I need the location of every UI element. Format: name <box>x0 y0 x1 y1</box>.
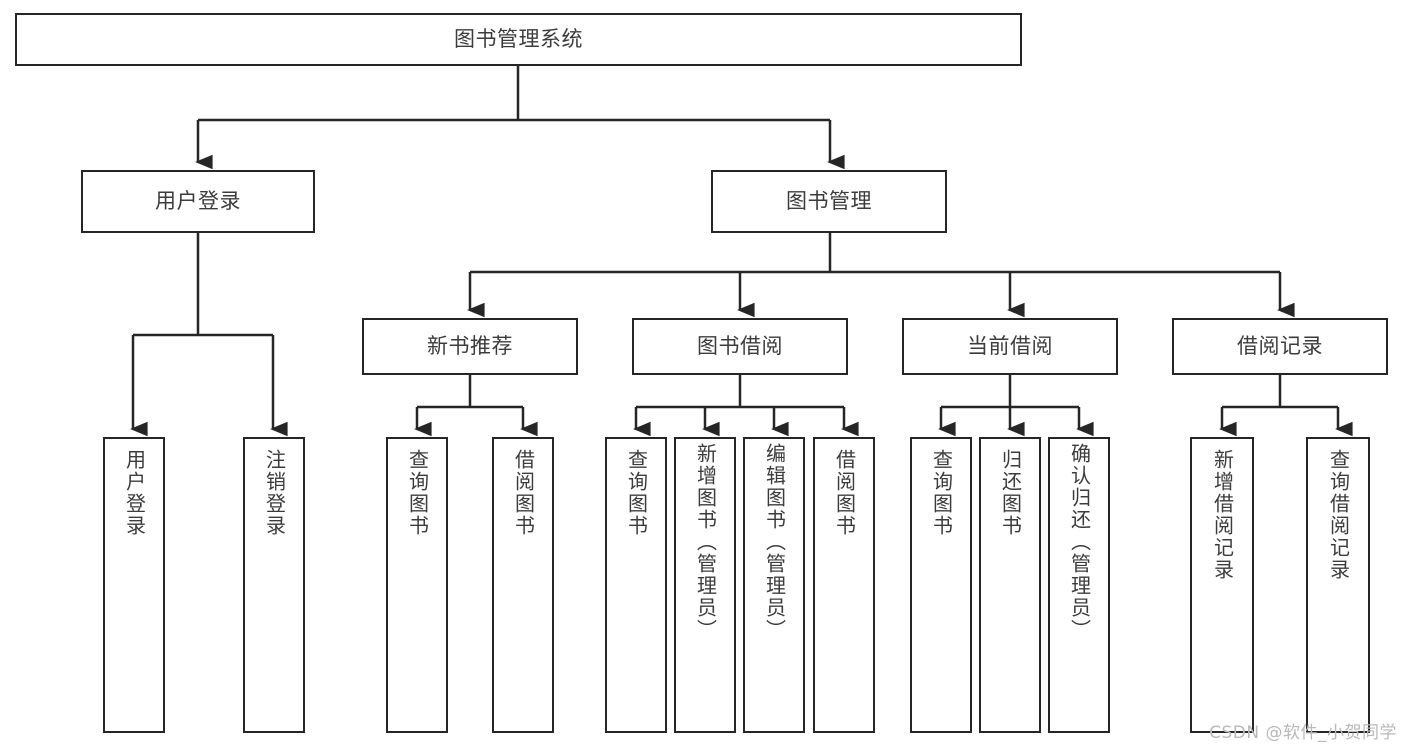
leaf-borrow-book-2[interactable]: 借阅图书 <box>813 437 875 733</box>
leaf-borrow-book-1-label: 借阅图书 <box>511 449 536 537</box>
leaf-confirm-return[interactable]: 确认归还（管理员） <box>1048 437 1110 733</box>
node-borrow-record[interactable]: 借阅记录 <box>1172 318 1388 375</box>
node-book-borrow[interactable]: 图书借阅 <box>632 318 848 375</box>
leaf-user-login-label: 用户登录 <box>122 449 147 537</box>
node-root[interactable]: 图书管理系统 <box>15 13 1022 66</box>
csdn-watermark: CSDN @软件_小贺同学 <box>1209 723 1397 743</box>
node-current-borrow-label: 当前借阅 <box>967 334 1053 359</box>
leaf-query-record-label: 查询借阅记录 <box>1326 449 1351 581</box>
leaf-confirm-return-label: 确认归还（管理员） <box>1067 443 1092 641</box>
leaf-query-book-3-label: 查询图书 <box>929 449 954 537</box>
leaf-query-book-3[interactable]: 查询图书 <box>910 437 972 733</box>
leaf-add-record-label: 新增借阅记录 <box>1210 449 1235 581</box>
leaf-logout-login[interactable]: 注销登录 <box>243 437 305 733</box>
leaf-query-book-2-label: 查询图书 <box>624 449 649 537</box>
node-book-manage-label: 图书管理 <box>786 189 872 214</box>
leaf-query-record[interactable]: 查询借阅记录 <box>1306 437 1370 733</box>
leaf-query-book-1-label: 查询图书 <box>405 449 430 537</box>
leaf-query-book-1[interactable]: 查询图书 <box>386 437 448 733</box>
node-borrow-record-label: 借阅记录 <box>1237 334 1323 359</box>
leaf-borrow-book-2-label: 借阅图书 <box>832 449 857 537</box>
leaf-add-book[interactable]: 新增图书（管理员） <box>674 437 736 733</box>
leaf-add-record[interactable]: 新增借阅记录 <box>1190 437 1254 733</box>
leaf-edit-book-label: 编辑图书（管理员） <box>762 443 787 641</box>
node-new-book-recommend-label: 新书推荐 <box>427 334 513 359</box>
node-new-book-recommend[interactable]: 新书推荐 <box>362 318 578 375</box>
node-book-borrow-label: 图书借阅 <box>697 334 783 359</box>
leaf-return-book[interactable]: 归还图书 <box>979 437 1041 733</box>
node-book-manage[interactable]: 图书管理 <box>711 170 947 233</box>
node-current-borrow[interactable]: 当前借阅 <box>902 318 1118 375</box>
leaf-logout-login-label: 注销登录 <box>262 449 287 537</box>
leaf-borrow-book-1[interactable]: 借阅图书 <box>492 437 554 733</box>
node-user-login-label: 用户登录 <box>155 189 241 214</box>
leaf-query-book-2[interactable]: 查询图书 <box>605 437 667 733</box>
leaf-return-book-label: 归还图书 <box>998 449 1023 537</box>
leaf-edit-book[interactable]: 编辑图书（管理员） <box>743 437 805 733</box>
leaf-user-login[interactable]: 用户登录 <box>103 437 165 733</box>
leaf-add-book-label: 新增图书（管理员） <box>693 443 718 641</box>
node-user-login[interactable]: 用户登录 <box>81 170 315 233</box>
node-root-label: 图书管理系统 <box>454 27 583 52</box>
